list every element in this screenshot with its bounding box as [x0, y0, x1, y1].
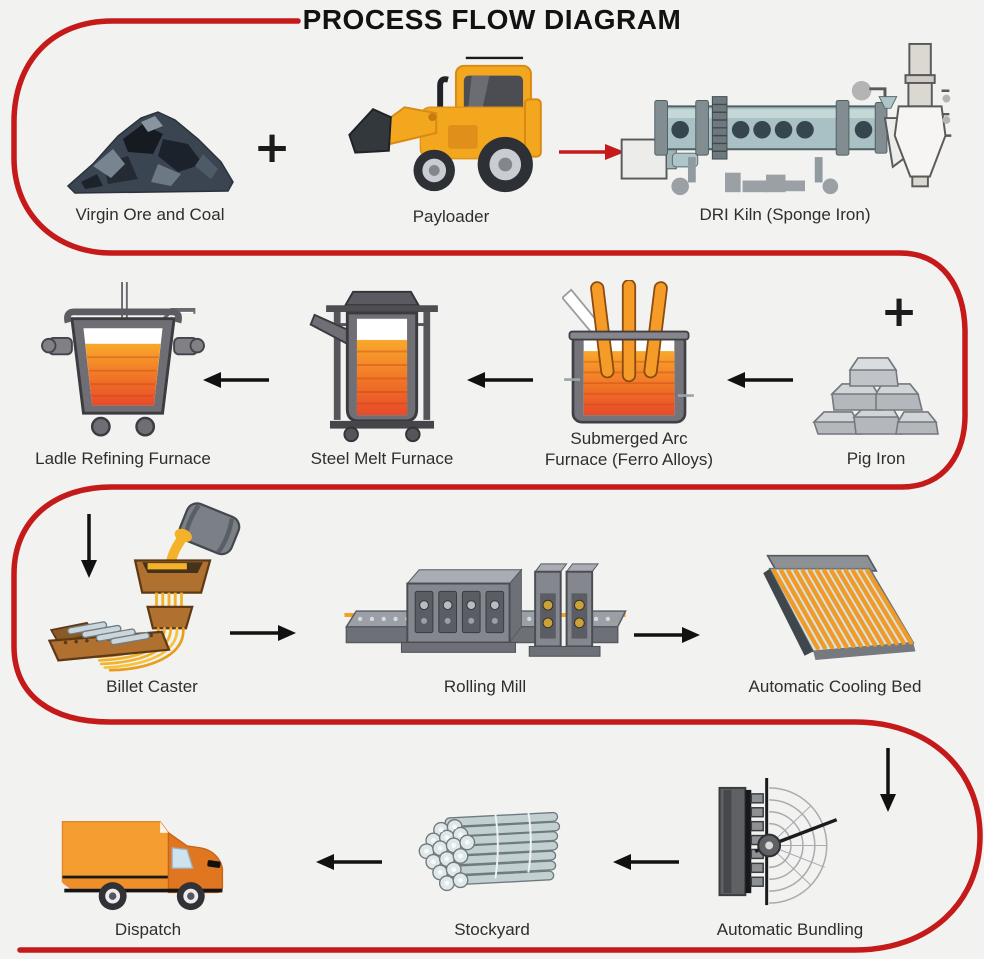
- node-steel-melt-furnace: Steel Melt Furnace: [298, 286, 466, 469]
- flow-arrow-left-icon: [467, 372, 533, 388]
- node-label: Automatic Cooling Bed: [748, 677, 922, 696]
- bundling-machine-icon: [718, 777, 838, 906]
- node-pig-iron: Pig Iron: [806, 342, 946, 469]
- node-label: DRI Kiln (Sponge Iron): [699, 205, 871, 224]
- node-payloader: Payloader: [336, 52, 566, 227]
- node-label: Payloader: [412, 207, 490, 226]
- node-label: Virgin Ore and Coal: [75, 205, 225, 224]
- node-automatic-bundling: Automatic Bundling: [700, 776, 880, 940]
- node-label: Stockyard: [454, 920, 530, 939]
- flow-arrow-left-icon: [727, 372, 793, 388]
- pig-iron-icon: [812, 357, 939, 435]
- rolling-mill-icon: [344, 563, 627, 657]
- diagram-title: PROCESS FLOW DIAGRAM: [302, 4, 682, 35]
- node-label: Billet Caster: [106, 677, 198, 696]
- node-dri-kiln: DRI Kiln (Sponge Iron): [615, 42, 955, 225]
- node-dispatch: Dispatch: [55, 806, 241, 940]
- node-label: Pig Iron: [846, 449, 906, 468]
- flow-arrow-right-icon: [634, 627, 700, 643]
- node-label: Submerged Arc: [570, 429, 688, 448]
- coal-pile-icon: [66, 111, 234, 194]
- steel-rods-icon: [418, 811, 561, 892]
- node-label: Furnace (Ferro Alloys): [544, 450, 714, 469]
- node-submerged-arc-furnace: Submerged Arc Furnace (Ferro Alloys): [543, 280, 715, 470]
- plus-operator: +: [253, 122, 291, 173]
- submerged-arc-furnace-icon: [562, 280, 694, 424]
- node-label: Rolling Mill: [443, 677, 527, 696]
- red-arrow-right-icon: [559, 144, 625, 160]
- cooling-bed-icon: [763, 554, 916, 661]
- flow-arrow-left-icon: [316, 854, 382, 870]
- billet-caster-icon: [47, 502, 240, 672]
- node-virgin-ore-and-coal: Virgin Ore and Coal: [38, 88, 262, 225]
- truck-icon: [61, 821, 224, 911]
- node-ladle-refining-furnace: Ladle Refining Furnace: [28, 282, 218, 469]
- dri-kiln-icon: [620, 42, 951, 196]
- node-label: Dispatch: [114, 920, 182, 939]
- ladle-refining-furnace-icon: [41, 282, 205, 437]
- node-label: Automatic Bundling: [716, 920, 864, 939]
- payloader-icon: [347, 56, 542, 193]
- flow-arrow-left-icon: [613, 854, 679, 870]
- node-label: Steel Melt Furnace: [310, 449, 454, 468]
- node-stockyard: Stockyard: [412, 798, 572, 940]
- node-rolling-mill: Rolling Mill: [342, 556, 628, 697]
- node-automatic-cooling-bed: Automatic Cooling Bed: [702, 544, 968, 697]
- plus-operator: +: [880, 286, 918, 337]
- node-label: Ladle Refining Furnace: [35, 449, 211, 468]
- flow-arrow-down-icon: [880, 748, 896, 812]
- node-billet-caster: Billet Caster: [34, 498, 270, 697]
- flow-arrow-down-icon: [81, 514, 97, 578]
- steel-melt-furnace-icon: [309, 290, 438, 443]
- flow-arrow-right-icon: [230, 625, 296, 641]
- flow-arrow-left-icon: [203, 372, 269, 388]
